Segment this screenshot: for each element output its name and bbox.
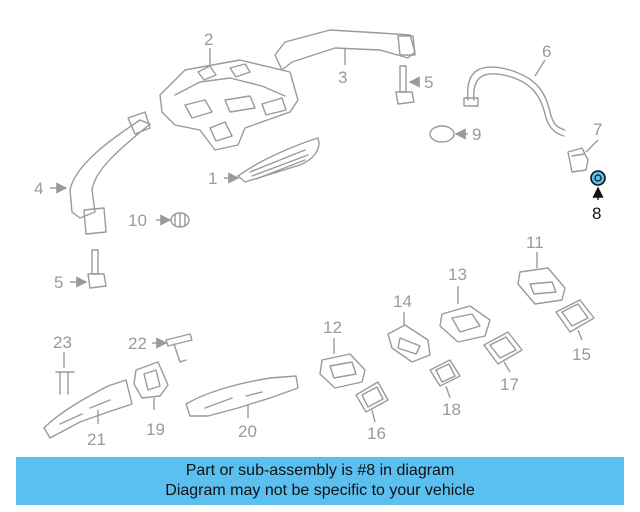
part-15-bezel[interactable] [555, 299, 595, 333]
part-4-side-duct[interactable] [69, 111, 151, 235]
part-12-vent[interactable] [319, 353, 366, 389]
part-2-air-distribution-housing[interactable] [159, 59, 299, 151]
callout-17[interactable]: 17 [500, 375, 519, 394]
callout-21[interactable]: 21 [87, 430, 106, 449]
callout-8[interactable]: 8 [592, 204, 601, 223]
part-3-duct[interactable] [274, 29, 416, 71]
part-1-vent-grille[interactable] [237, 137, 320, 183]
callout-6[interactable]: 6 [542, 42, 551, 61]
banner-line-1: Part or sub-assembly is #8 in diagram [185, 462, 455, 479]
part-17-bezel[interactable] [483, 331, 523, 365]
callout-7[interactable]: 7 [593, 120, 602, 139]
callout-18[interactable]: 18 [442, 400, 461, 419]
callout-19[interactable]: 19 [146, 420, 165, 439]
part-11-vent[interactable] [517, 267, 566, 305]
part-6-hose[interactable] [463, 66, 566, 137]
callout-15[interactable]: 15 [572, 345, 591, 364]
parts-diagram: 2 3 5 6 7 8 9 1 [34, 29, 606, 449]
callout-16[interactable]: 16 [367, 424, 386, 443]
callout-20[interactable]: 20 [238, 422, 257, 441]
callout-9[interactable]: 9 [472, 125, 481, 144]
callout-14[interactable]: 14 [393, 292, 412, 311]
part-19-bracket[interactable] [133, 361, 169, 399]
part-20-panel[interactable] [185, 375, 299, 417]
part-16-bezel[interactable] [355, 381, 389, 413]
banner-line-2: Diagram may not be specific to your vehi… [165, 482, 475, 499]
part-9-seal[interactable] [429, 125, 455, 143]
callout-22[interactable]: 22 [128, 334, 147, 353]
part-14-vent[interactable] [387, 324, 431, 363]
callout-5-upper[interactable]: 5 [424, 73, 433, 92]
part-21-duct[interactable] [43, 379, 133, 439]
callout-1[interactable]: 1 [208, 169, 217, 188]
callout-12[interactable]: 12 [323, 318, 342, 337]
part-23-screw[interactable] [55, 371, 75, 395]
info-banner: Part or sub-assembly is #8 in diagram Di… [16, 457, 624, 505]
callout-5-lower[interactable]: 5 [54, 273, 63, 292]
part-18-bezel[interactable] [429, 359, 461, 387]
part-7-connector[interactable] [567, 147, 589, 173]
part-8-highlighted-grommet[interactable] [590, 170, 606, 186]
callout-11[interactable]: 11 [526, 233, 544, 252]
callout-23[interactable]: 23 [53, 333, 72, 352]
callout-3[interactable]: 3 [338, 68, 347, 87]
part-10-plug[interactable] [170, 212, 190, 228]
callout-10[interactable]: 10 [128, 211, 147, 230]
part-5-lower-clip[interactable] [87, 249, 107, 289]
part-22-clip[interactable] [165, 333, 193, 363]
callout-4[interactable]: 4 [34, 179, 43, 198]
part-5-upper-clip[interactable] [395, 65, 415, 105]
callout-13[interactable]: 13 [448, 265, 467, 284]
callout-2[interactable]: 2 [204, 30, 213, 49]
part-13-vent[interactable] [439, 305, 491, 343]
